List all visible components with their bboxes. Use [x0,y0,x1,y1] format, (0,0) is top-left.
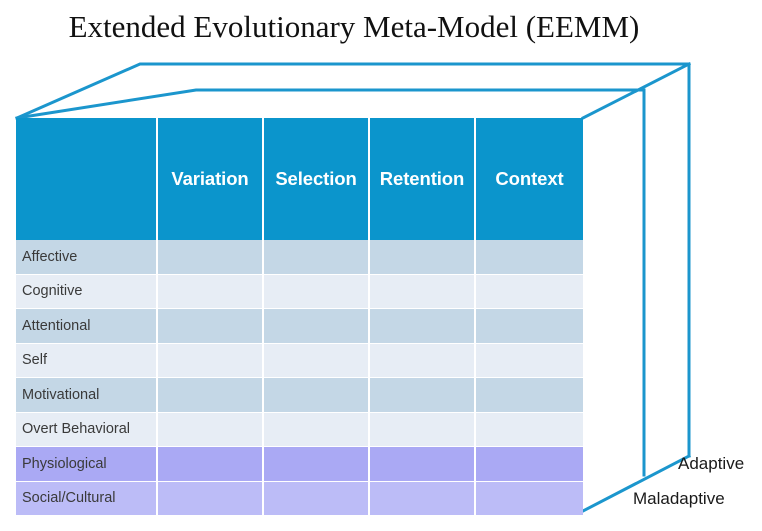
matrix-cell [264,378,370,413]
matrix-cell [264,309,370,344]
matrix-cell [264,240,370,275]
matrix-cell [476,343,583,378]
header-corner-cell [16,118,158,240]
table-row: Physiological [16,447,583,482]
matrix-cell [370,447,476,482]
matrix-cell [158,274,264,309]
table-row: Affective [16,240,583,275]
header-col-selection: Selection [264,118,370,240]
matrix-cell [158,309,264,344]
matrix-cell [370,343,476,378]
matrix-cell [370,309,476,344]
matrix-cell [158,412,264,447]
matrix-cell [264,412,370,447]
cube-middle-top-edge [15,88,646,120]
row-label-cognitive: Cognitive [16,274,158,309]
matrix-cell [264,343,370,378]
matrix-header: Variation Selection Retention Context [16,118,583,240]
matrix-cell [158,240,264,275]
matrix-cell [158,378,264,413]
matrix-cell [476,309,583,344]
matrix-cell [158,481,264,516]
row-label-self: Self [16,343,158,378]
depth-label-adaptive: Adaptive [678,454,745,473]
matrix-cell [476,240,583,275]
header-col-context: Context [476,118,583,240]
eemm-matrix-table: Variation Selection Retention Context Af… [16,118,583,516]
header-row: Variation Selection Retention Context [16,118,583,240]
table-row: Attentional [16,309,583,344]
table-row: Self [16,343,583,378]
row-label-motivational: Motivational [16,378,158,413]
matrix-cell [264,447,370,482]
matrix-cell [264,274,370,309]
matrix-cell [476,447,583,482]
table-row: Motivational [16,378,583,413]
matrix-cell [370,378,476,413]
matrix-cell [476,481,583,516]
table-row: Overt Behavioral [16,412,583,447]
matrix-cell [476,378,583,413]
matrix-cell [370,240,476,275]
matrix-cell [370,274,476,309]
table-row: Social/Cultural [16,481,583,516]
row-label-affective: Affective [16,240,158,275]
matrix-cell [370,481,476,516]
table-row: Cognitive [16,274,583,309]
matrix-cell [158,447,264,482]
depth-label-maladaptive: Maladaptive [633,489,725,508]
cube-back-top-edge [15,62,691,120]
matrix-cell [476,412,583,447]
page-title: Extended Evolutionary Meta-Model (EEMM) [68,9,640,44]
cube-right-top-diagonal [580,61,692,121]
row-label-social-cultural: Social/Cultural [16,481,158,516]
header-col-retention: Retention [370,118,476,240]
header-col-variation: Variation [158,118,264,240]
matrix-cell [370,412,476,447]
matrix-cell [264,481,370,516]
row-label-overt-behavioral: Overt Behavioral [16,412,158,447]
matrix-cell [476,274,583,309]
row-label-attentional: Attentional [16,309,158,344]
matrix-cell [158,343,264,378]
row-label-physiological: Physiological [16,447,158,482]
